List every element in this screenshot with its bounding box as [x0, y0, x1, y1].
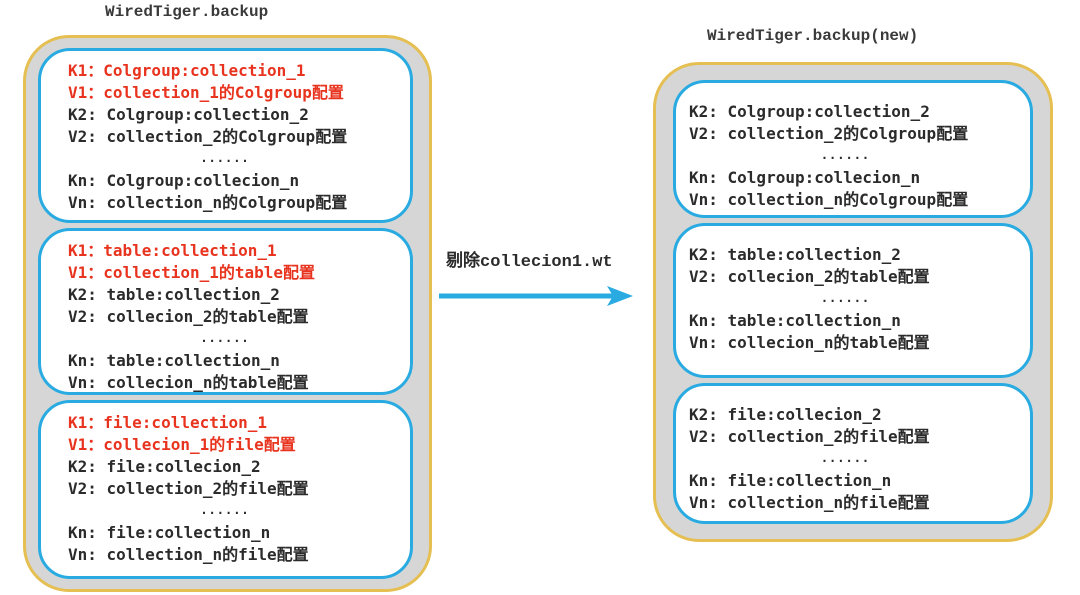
- table-kv-box-old: K1：table:collection_1 V1：collection_1的ta…: [38, 228, 413, 395]
- colgroup-kv-box-old: K1：Colgroup:collection_1 V1：collection_1…: [38, 48, 413, 223]
- colgroup-kv-box-new: K2: Colgroup:collection_2 V2: collection…: [673, 80, 1033, 218]
- left-backup-title: WiredTiger.backup: [105, 3, 269, 21]
- kv-line: K2: file:collecion_2: [68, 457, 261, 476]
- kv-line: K1：table:collection_1: [68, 241, 277, 260]
- left-backup-container: K1：Colgroup:collection_1 V1：collection_1…: [23, 35, 432, 592]
- kv-line: Kn: table:collection_n: [68, 351, 280, 370]
- kv-line: K2: table:collection_2: [68, 285, 280, 304]
- kv-line: K1：Colgroup:collection_1: [68, 61, 306, 80]
- kv-line: Vn: collection_n的Colgroup配置: [68, 193, 348, 212]
- file-kv-box-new: K2: file:collecion_2 V2: collection_2的fi…: [673, 383, 1033, 524]
- kv-line: V2: collection_2的Colgroup配置: [68, 127, 348, 146]
- kv-line: Kn: file:collection_n: [68, 523, 271, 542]
- ellipsis-line: ......: [820, 451, 871, 465]
- kv-line: Vn: collection_n的file配置: [68, 545, 309, 564]
- kv-line: V2: collection_2的file配置: [689, 427, 930, 446]
- right-backup-title: WiredTiger.backup(new): [707, 27, 919, 45]
- kv-line: Vn: collection_n的file配置: [689, 493, 930, 512]
- kv-line: Vn: collecion_n的table配置: [689, 333, 930, 352]
- kv-line: V1：collecion_1的file配置: [68, 435, 296, 454]
- ellipsis-line: ......: [200, 151, 250, 165]
- kv-line: K2: table:collection_2: [689, 245, 901, 264]
- kv-line: V2: collection_2的file配置: [68, 479, 309, 498]
- kv-line: V2: collecion_2的table配置: [68, 307, 309, 326]
- ellipsis-line: ......: [200, 503, 250, 517]
- kv-line: V1：collection_1的Colgroup配置: [68, 83, 344, 102]
- kv-line: K2: Colgroup:collection_2: [689, 102, 930, 121]
- kv-line: Kn: Colgroup:collecion_n: [689, 168, 921, 187]
- kv-line: K1：file:collection_1: [68, 413, 268, 432]
- right-backup-container: K2: Colgroup:collection_2 V2: collection…: [653, 62, 1053, 542]
- right-arrow-icon: [439, 286, 633, 306]
- kv-line: Vn: collecion_n的table配置: [68, 373, 309, 392]
- kv-line: K2: Colgroup:collection_2: [68, 105, 309, 124]
- kv-line: V2: collection_2的Colgroup配置: [689, 124, 969, 143]
- kv-line: Kn: Colgroup:collecion_n: [68, 171, 300, 190]
- kv-line: K2: file:collecion_2: [689, 405, 882, 424]
- kv-line: Kn: table:collection_n: [689, 311, 901, 330]
- remove-collection-label: 剔除collecion1.wt: [446, 253, 613, 272]
- kv-line: Kn: file:collection_n: [689, 471, 892, 490]
- kv-line: Vn: collection_n的Colgroup配置: [689, 190, 969, 209]
- ellipsis-line: ......: [820, 148, 871, 162]
- kv-line: V2: collecion_2的table配置: [689, 267, 930, 286]
- kv-line: V1：collection_1的table配置: [68, 263, 316, 282]
- ellipsis-line: ......: [820, 291, 871, 305]
- table-kv-box-new: K2: table:collection_2 V2: collecion_2的t…: [673, 223, 1033, 378]
- ellipsis-line: ......: [200, 331, 250, 345]
- file-kv-box-old: K1：file:collection_1 V1：collecion_1的file…: [38, 400, 413, 579]
